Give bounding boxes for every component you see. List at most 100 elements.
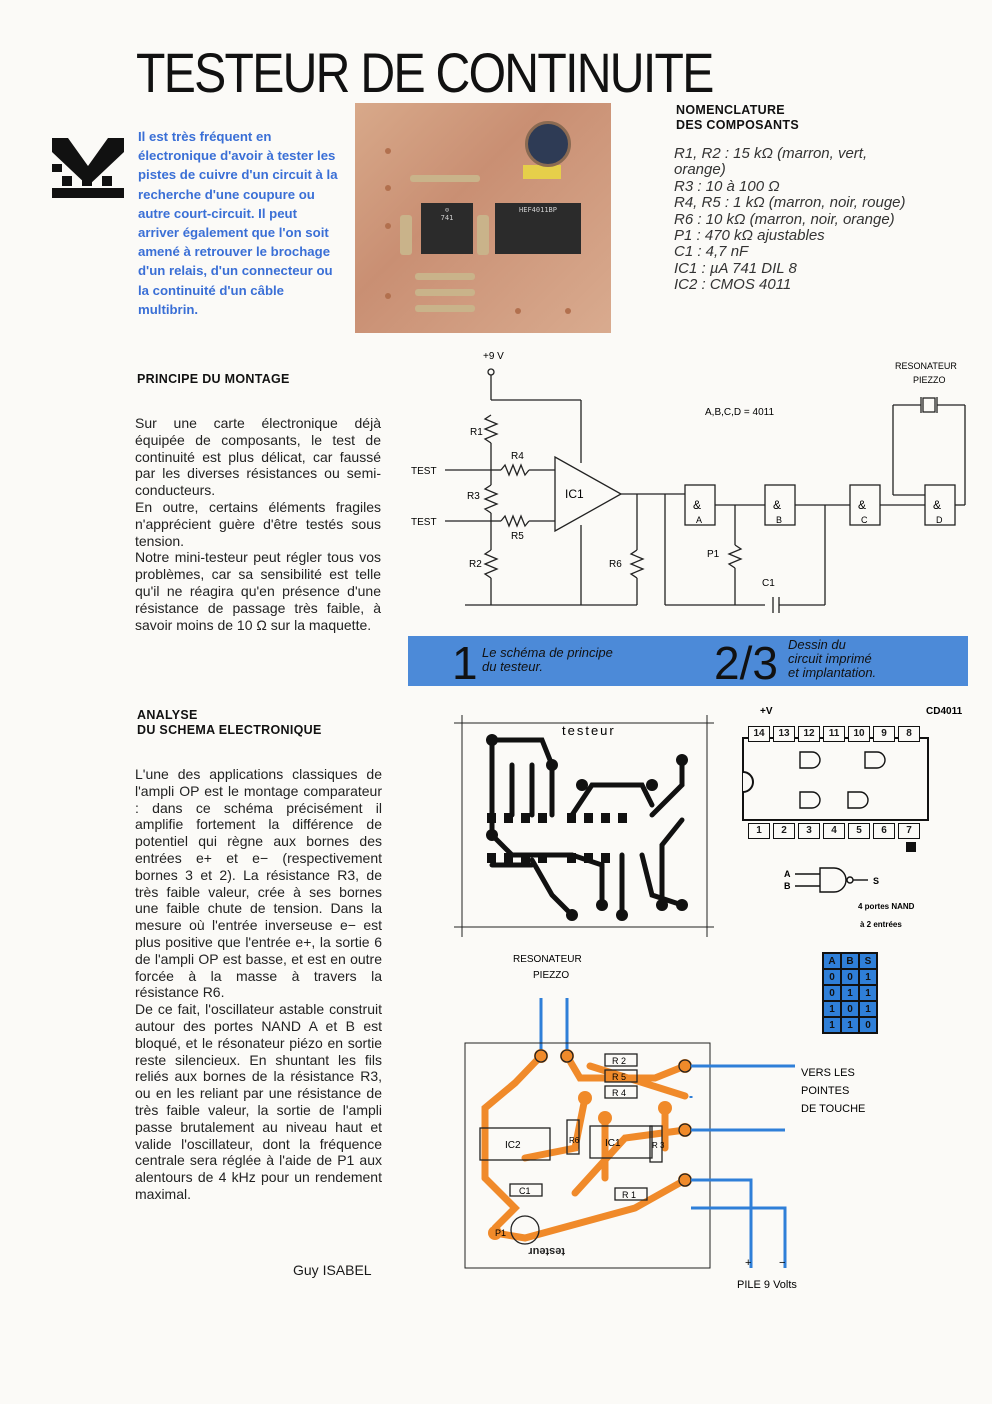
- truth-cell: A: [822, 952, 842, 970]
- truth-row: 0 0 1: [822, 968, 878, 986]
- figure-caption-1: Le schéma de principe du testeur.: [482, 646, 613, 674]
- truth-table: A B S 0 0 1 0 1 1 1 0 1 1 1 0: [822, 952, 878, 1034]
- pin-label: 3: [798, 823, 820, 839]
- caption-1-line1: Le schéma de principe: [482, 645, 613, 660]
- figure-caption-2-3: Dessin du circuit imprimé et implantatio…: [788, 638, 876, 680]
- part-r4: R 4: [612, 1088, 626, 1098]
- gate-d-label: D: [936, 515, 943, 525]
- pin-label: 8: [898, 726, 920, 742]
- vers-line3: DE TOUCHE: [801, 1103, 865, 1115]
- pin-label: 13: [773, 726, 795, 742]
- part-ic2: IC2: [505, 1140, 521, 1151]
- page-title: TESTEUR DE CONTINUITE: [136, 41, 714, 104]
- nomenclature-list: R1, R2 : 15 kΩ (marron, vert, orange) R3…: [674, 145, 920, 294]
- principe-body: Sur une carte électronique déjà équipée …: [135, 415, 381, 633]
- p1-label: P1: [707, 549, 720, 560]
- component-layout: RESONATEUR PIEZZO R 2 R 5 R 4 IC2 R6 IC1…: [464, 954, 865, 1291]
- part-ic1: IC1: [605, 1138, 621, 1149]
- vplus-label: +V: [760, 706, 773, 717]
- analyse-body: L'une des applications classiques de l'a…: [135, 766, 382, 1203]
- caption-2-line2: circuit imprimé: [788, 651, 872, 666]
- truth-cell: 0: [858, 1016, 878, 1034]
- part-r5: R 5: [612, 1072, 626, 1082]
- truth-row: 1 0 1: [822, 1000, 878, 1018]
- figure-number-1: 1: [452, 637, 478, 689]
- nand-output-s: S: [873, 876, 879, 886]
- analyse-paragraph: De ce fait, l'oscillateur astable constr…: [135, 1001, 382, 1202]
- nand-desc-1: 4 portes NAND: [858, 902, 915, 911]
- gate-b-symbol: &: [773, 498, 781, 512]
- analyse-heading-line2: DU SCHEMA ELECTRONIQUE: [137, 723, 322, 737]
- truth-cell: 0: [840, 1000, 860, 1018]
- principe-heading: PRINCIPE DU MONTAGE: [137, 372, 290, 386]
- truth-cell: B: [840, 952, 860, 970]
- pin-label: 9: [873, 726, 895, 742]
- truth-cell: 1: [840, 984, 860, 1002]
- nand-input-a: A: [784, 869, 791, 879]
- truth-cell: 1: [840, 1016, 860, 1034]
- pin-label: 5: [848, 823, 870, 839]
- nomenclature-item: R3 : 10 à 100 Ω: [674, 177, 780, 195]
- cd4011-bottom-pins: 1 2 3 4 5 6 7: [748, 823, 933, 839]
- magazine-logo: [52, 130, 124, 202]
- cd4011-name: CD4011: [926, 706, 963, 717]
- truth-cell: 0: [822, 968, 842, 986]
- caption-band: 1 Le schéma de principe du testeur. 2/3 …: [408, 636, 968, 686]
- caption-2-line3: et implantation.: [788, 665, 877, 680]
- pcb-drawing: testeur: [454, 715, 714, 937]
- nomenclature-item: IC2 : CMOS 4011: [674, 276, 792, 294]
- principe-paragraph: Notre mini-testeur peut régler tous vos …: [135, 549, 381, 633]
- truth-row: 1 1 0: [822, 1016, 878, 1034]
- pin-label: 12: [798, 726, 820, 742]
- truth-cell: 0: [822, 984, 842, 1002]
- test-label: TEST: [411, 466, 437, 477]
- pin-label: 1: [748, 823, 770, 839]
- caption-2-line1: Dessin du: [788, 637, 846, 652]
- nomenclature-item: R4, R5 : 1 kΩ (marron, noir, rouge): [674, 194, 906, 212]
- part-p1: P1: [495, 1228, 506, 1238]
- nomenclature-title-line1: NOMENCLATURE: [676, 103, 785, 117]
- part-r6: R6: [569, 1136, 580, 1145]
- truth-cell: S: [858, 952, 878, 970]
- circuit-board-photo: ⊙741 HEF4011BP: [355, 103, 611, 333]
- nomenclature-item: P1 : 470 kΩ ajustables: [674, 227, 825, 245]
- principe-paragraph: En outre, certains éléments fragiles n'a…: [135, 498, 381, 549]
- gate-c-symbol: &: [858, 498, 866, 512]
- truth-cell: 1: [822, 1016, 842, 1034]
- cd4011-top-pins: 14 13 12 11 10 9 8: [748, 726, 933, 742]
- r4-label: R4: [511, 451, 524, 462]
- principe-paragraph: Sur une carte électronique déjà équipée …: [135, 415, 381, 499]
- nomenclature-item: R1, R2 : 15 kΩ (marron, vert, orange): [674, 145, 868, 179]
- nand-desc-2: à 2 entrées: [860, 920, 902, 929]
- truth-cell: 0: [840, 968, 860, 986]
- gate-c-label: C: [861, 515, 868, 525]
- analyse-paragraph: L'une des applications classiques de l'a…: [135, 766, 382, 1001]
- resonator-label-2: PIEZZO: [913, 375, 946, 385]
- gate-b-label: B: [776, 515, 782, 525]
- battery-label: PILE 9 Volts: [737, 1279, 797, 1291]
- gate-note: A,B,C,D = 4011: [705, 407, 774, 418]
- analyse-heading: ANALYSE DU SCHEMA ELECTRONIQUE: [137, 708, 322, 738]
- truth-cell: 1: [858, 968, 878, 986]
- r2-label: R2: [469, 559, 482, 570]
- part-r3: R 3: [652, 1141, 665, 1150]
- pin-label: 6: [873, 823, 895, 839]
- minus-terminal: −: [779, 1257, 785, 1269]
- pin-label: 14: [748, 726, 770, 742]
- gate-a-symbol: &: [693, 498, 701, 512]
- truth-cell: 1: [822, 1000, 842, 1018]
- part-c1: C1: [519, 1186, 531, 1196]
- pin-label: 10: [848, 726, 870, 742]
- implant-resonator-2: PIEZZO: [533, 970, 569, 981]
- gate-d-symbol: &: [933, 498, 941, 512]
- caption-1-line2: du testeur.: [482, 659, 543, 674]
- implant-resonator-1: RESONATEUR: [513, 954, 582, 965]
- test-label: TEST: [411, 517, 437, 528]
- vers-line2: POINTES: [801, 1085, 849, 1097]
- pin-label: 7: [898, 823, 920, 839]
- truth-cell: 1: [858, 984, 878, 1002]
- analyse-heading-line1: ANALYSE: [137, 708, 198, 722]
- resonator-label: RESONATEUR: [895, 361, 957, 371]
- r5-label: R5: [511, 531, 524, 542]
- nomenclature-title-line2: DES COMPOSANTS: [676, 118, 799, 132]
